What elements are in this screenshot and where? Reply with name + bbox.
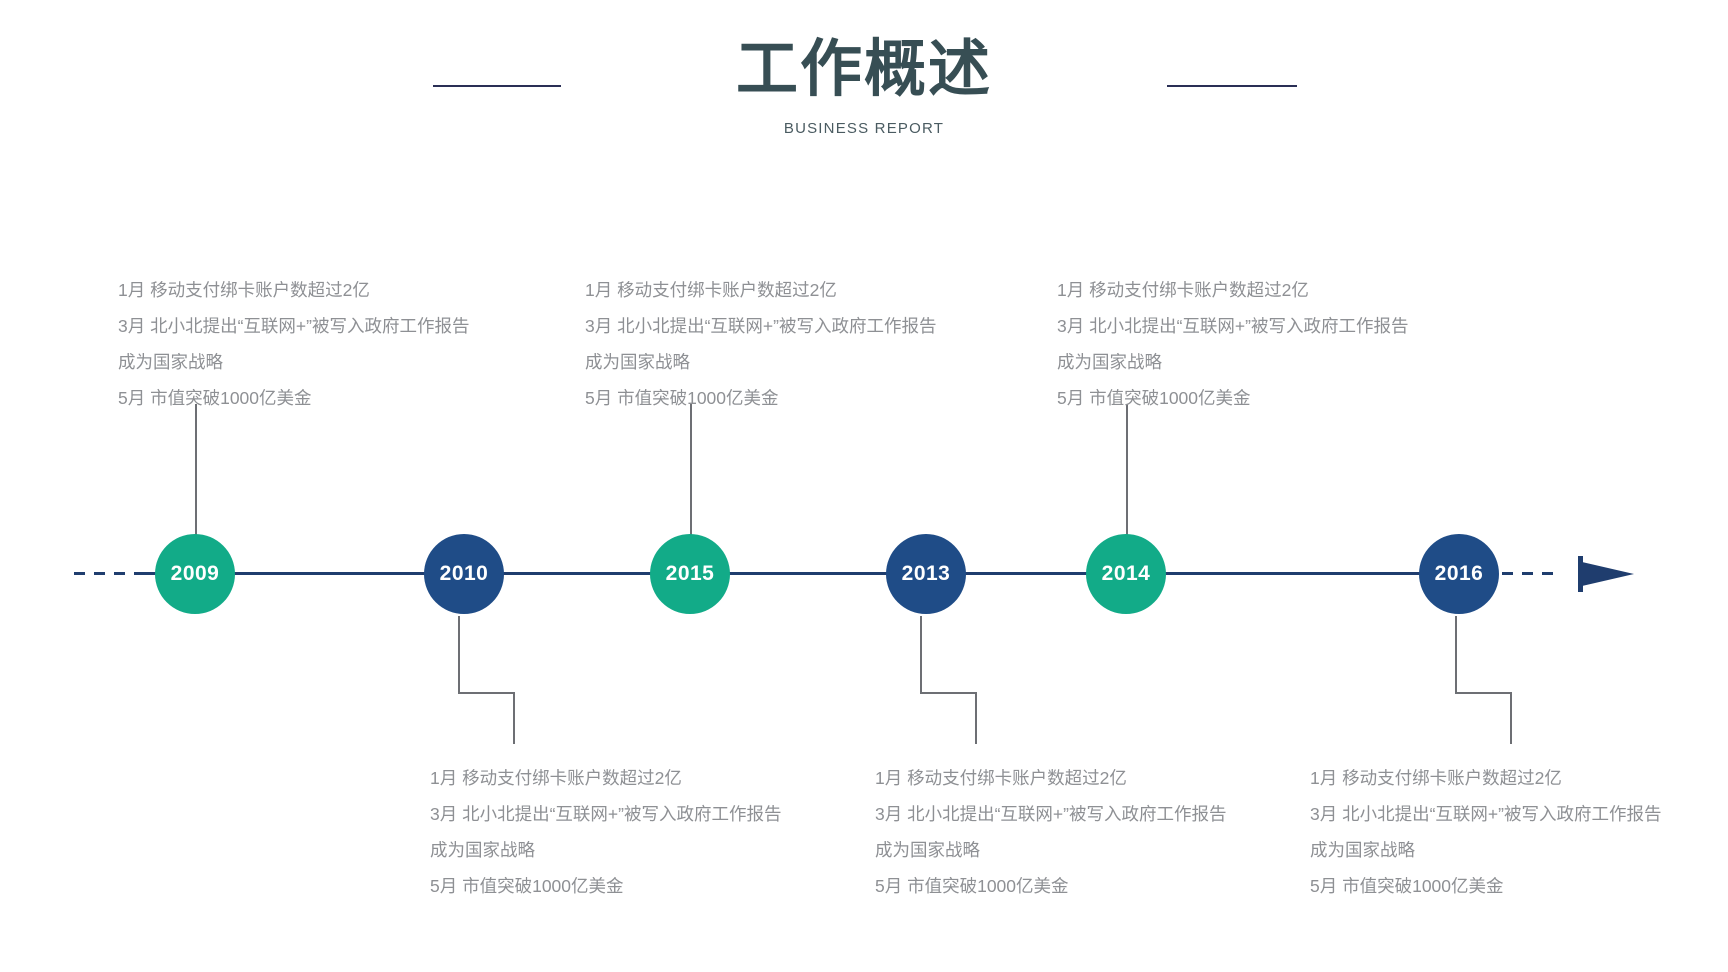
- event-line: 成为国家战略: [118, 352, 223, 372]
- event-line: 1月 移动支付绑卡账户数超过2亿: [118, 280, 370, 300]
- event-line: 3月 北小北提出“互联网+”被写入政府工作报告: [1310, 804, 1662, 824]
- timeline-node-2010[interactable]: 2010: [424, 534, 504, 614]
- event-block-2013: 1月 移动支付绑卡账户数超过2亿 3月 北小北提出“互联网+”被写入政府工作报告…: [875, 760, 1305, 904]
- title-rule-left: [433, 85, 561, 87]
- connector-2014: [1126, 404, 1186, 536]
- event-line: 成为国家战略: [585, 352, 690, 372]
- node-year-label: 2009: [170, 562, 220, 585]
- event-line: 5月 市值突破1000亿美金: [118, 388, 312, 408]
- event-block-2009: 1月 移动支付绑卡账户数超过2亿 3月 北小北提出“互联网+”被写入政府工作报告…: [118, 272, 548, 416]
- event-line: 5月 市值突破1000亿美金: [430, 876, 624, 896]
- event-line: 1月 移动支付绑卡账户数超过2亿: [1057, 280, 1309, 300]
- connector-2015: [690, 404, 750, 536]
- axis-end-bar: [1578, 556, 1583, 592]
- event-line: 成为国家战略: [430, 840, 535, 860]
- axis-dash-right: [1482, 572, 1554, 575]
- event-line: 3月 北小北提出“互联网+”被写入政府工作报告: [430, 804, 782, 824]
- event-line: 1月 移动支付绑卡账户数超过2亿: [585, 280, 837, 300]
- page-subtitle: BUSINESS REPORT: [783, 120, 945, 137]
- event-line: 3月 北小北提出“互联网+”被写入政府工作报告: [875, 804, 1227, 824]
- axis-dash-left: [74, 572, 144, 575]
- timeline-node-2015[interactable]: 2015: [650, 534, 730, 614]
- slide-header: 工作概述 BUSINESS REPORT: [0, 0, 1728, 170]
- event-line: 成为国家战略: [1310, 840, 1415, 860]
- timeline-node-2009[interactable]: 2009: [155, 534, 235, 614]
- event-block-2014: 1月 移动支付绑卡账户数超过2亿 3月 北小北提出“互联网+”被写入政府工作报告…: [1057, 272, 1487, 416]
- event-line: 1月 移动支付绑卡账户数超过2亿: [1310, 768, 1562, 788]
- event-line: 3月 北小北提出“互联网+”被写入政府工作报告: [118, 316, 470, 336]
- event-block-2010: 1月 移动支付绑卡账户数超过2亿 3月 北小北提出“互联网+”被写入政府工作报告…: [430, 760, 860, 904]
- page-title: 工作概述: [735, 35, 992, 104]
- node-year-label: 2014: [1101, 562, 1151, 585]
- event-line: 5月 市值突破1000亿美金: [1310, 876, 1504, 896]
- event-block-2015: 1月 移动支付绑卡账户数超过2亿 3月 北小北提出“互联网+”被写入政府工作报告…: [585, 272, 1015, 416]
- event-line: 成为国家战略: [1057, 352, 1162, 372]
- node-year-label: 2013: [901, 562, 951, 585]
- event-line: 5月 市值突破1000亿美金: [585, 388, 779, 408]
- node-year-label: 2010: [439, 562, 489, 585]
- node-year-label: 2016: [1434, 562, 1484, 585]
- timeline-node-2016[interactable]: 2016: [1419, 534, 1499, 614]
- event-line: 1月 移动支付绑卡账户数超过2亿: [430, 768, 682, 788]
- event-line: 1月 移动支付绑卡账户数超过2亿: [875, 768, 1127, 788]
- event-line: 3月 北小北提出“互联网+”被写入政府工作报告: [1057, 316, 1409, 336]
- event-line: 5月 市值突破1000亿美金: [875, 876, 1069, 896]
- node-year-label: 2015: [665, 562, 715, 585]
- event-line: 3月 北小北提出“互联网+”被写入政府工作报告: [585, 316, 937, 336]
- axis-line: [140, 572, 1488, 575]
- timeline-node-2014[interactable]: 2014: [1086, 534, 1166, 614]
- connector-2013: [920, 616, 980, 744]
- axis-arrow-icon: [1582, 562, 1634, 586]
- event-line: 5月 市值突破1000亿美金: [1057, 388, 1251, 408]
- connector-2010: [458, 616, 518, 744]
- title-rule-right: [1167, 85, 1297, 87]
- connector-2016: [1455, 616, 1515, 744]
- event-block-2016: 1月 移动支付绑卡账户数超过2亿 3月 北小北提出“互联网+”被写入政府工作报告…: [1310, 760, 1728, 904]
- timeline-node-2013[interactable]: 2013: [886, 534, 966, 614]
- event-line: 成为国家战略: [875, 840, 980, 860]
- connector-2009: [195, 404, 255, 536]
